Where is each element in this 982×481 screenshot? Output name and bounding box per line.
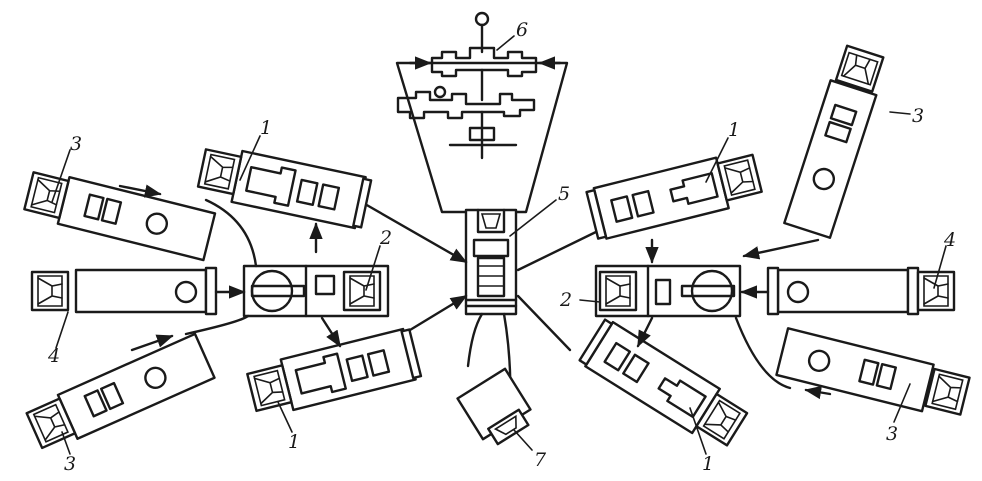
part-labels: 6 5 2 2 1 1 1 1 3 3 3 3 4 4 7: [47, 19, 956, 475]
leader-lines: [51, 35, 947, 455]
ejected-part: [456, 367, 532, 446]
label-moulded-part: 6: [516, 19, 528, 41]
label-injection-unit-lower-right: 1: [702, 453, 714, 475]
label-turntable-right: 2: [559, 289, 572, 311]
label-mould-unit-upper-left: 3: [70, 133, 82, 155]
label-injection-unit-upper-left: 1: [260, 117, 272, 139]
label-central-mould: 5: [558, 183, 570, 205]
label-turntable-left: 2: [379, 227, 392, 249]
label-mould-unit-lower-left: 3: [64, 453, 76, 475]
label-press-unit-right: 4: [943, 229, 956, 251]
right-station: [578, 44, 971, 447]
label-mould-unit-upper-right: 3: [912, 105, 924, 127]
label-injection-unit-upper-right: 1: [728, 119, 740, 141]
label-injection-unit-lower-left: 1: [288, 431, 300, 453]
connection-lines: [356, 198, 602, 414]
left-station: [23, 148, 423, 450]
label-press-unit-left: 4: [47, 345, 60, 367]
label-ejected-part: 7: [534, 449, 547, 471]
central-mould: [464, 208, 518, 316]
moulded-part-assembly: [395, 11, 569, 214]
label-mould-unit-lower-right: 3: [886, 423, 898, 445]
